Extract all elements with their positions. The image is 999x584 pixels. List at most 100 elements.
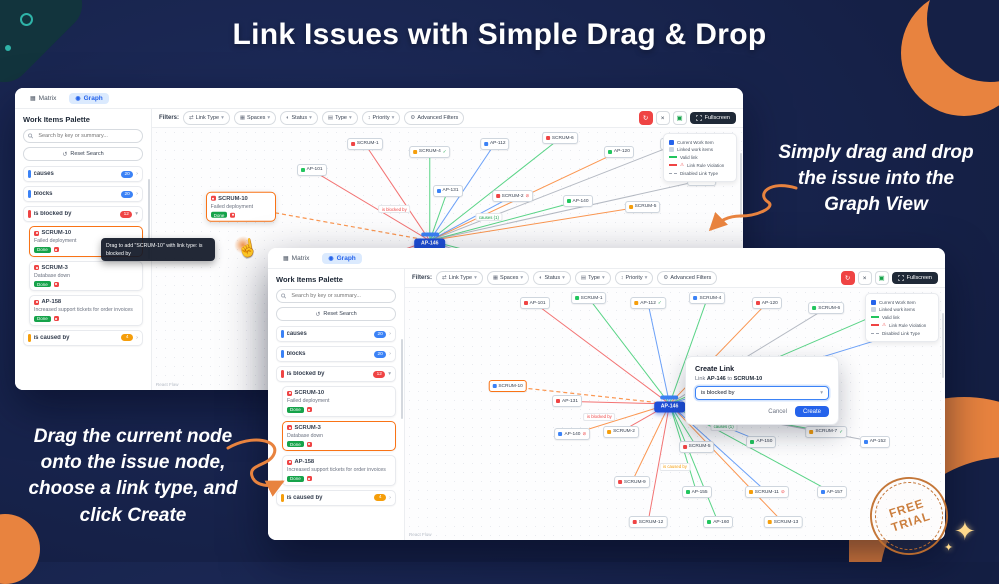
filter-type[interactable]: ▤Type▾ xyxy=(574,271,611,285)
graph-node[interactable]: AP-101 xyxy=(519,297,550,310)
filter-status[interactable]: ◐Status▾ xyxy=(280,111,318,125)
tab-matrix[interactable]: ▦Matrix xyxy=(24,93,62,104)
node-toolbar[interactable] xyxy=(420,232,439,237)
graph-node[interactable]: AP-101 xyxy=(296,163,327,176)
graph-node[interactable]: AP-160 xyxy=(703,516,734,529)
filter-priority[interactable]: ↕Priority▾ xyxy=(361,111,401,125)
fullscreen-button[interactable]: Fullscreen xyxy=(891,272,938,284)
filter-spaces[interactable]: ▦Spaces▾ xyxy=(486,271,530,285)
bug-icon xyxy=(53,281,59,287)
work-item-card-ap-158[interactable]: AP-158 Increased support tickets for ord… xyxy=(282,455,396,486)
graph-node[interactable]: SCRUM-4 xyxy=(689,292,726,305)
graph-node[interactable]: SCRUM-9 xyxy=(613,476,650,489)
graph-node[interactable]: AP-157 xyxy=(816,486,847,499)
graph-node[interactable]: SCRUM-12 xyxy=(628,516,668,529)
graph-node[interactable]: SCRUM-2⊘ xyxy=(491,190,534,203)
spaces-icon: ▦ xyxy=(239,115,246,121)
node-toolbar[interactable] xyxy=(660,395,679,400)
link-type-select[interactable]: is blocked by▾ xyxy=(695,386,829,400)
create-button[interactable]: Create xyxy=(794,406,829,417)
grid-view-button[interactable]: ▣ xyxy=(672,111,687,125)
create-link-modal: Create Link Link AP-146 to SCRUM-10 is b… xyxy=(685,356,839,425)
attribution: React Flow xyxy=(409,532,432,537)
graph-node[interactable]: SCRUM-6 xyxy=(541,132,578,145)
fullscreen-button[interactable]: Fullscreen xyxy=(689,112,736,124)
issue-type-icon xyxy=(812,306,817,311)
tab-matrix[interactable]: ▦Matrix xyxy=(283,254,310,262)
work-item-card-scrum-3[interactable]: SCRUM-3 Database down Done xyxy=(29,260,143,291)
graph-center-node[interactable]: AP-146 xyxy=(653,395,686,413)
filter-status[interactable]: ◐Status▾ xyxy=(533,271,571,285)
reset-search-button[interactable]: ↺Reset Search xyxy=(23,147,143,161)
graph-node[interactable]: SCRUM-7✓ xyxy=(805,425,848,438)
graph-node[interactable]: SCRUM-6 xyxy=(808,302,845,315)
status-badge: Done xyxy=(287,475,304,482)
tab-graph[interactable]: ◉Graph xyxy=(69,92,109,104)
graph-node[interactable]: AP-131 xyxy=(552,395,582,408)
issue-type-icon xyxy=(748,490,753,495)
issue-type-icon xyxy=(492,384,497,389)
work-item-card-ap-158[interactable]: AP-158 Increased support tickets for ord… xyxy=(29,295,143,326)
cancel-button[interactable]: Cancel xyxy=(768,408,787,415)
legend-swatch xyxy=(871,307,876,312)
graph-node[interactable]: AP-112✓ xyxy=(630,297,666,310)
graph-node[interactable]: AP-120 xyxy=(603,145,634,158)
reset-search-button[interactable]: ↺Reset Search xyxy=(276,307,396,321)
count-badge: 20 xyxy=(374,330,387,338)
filter-advanced[interactable]: ⚙Advanced Filters xyxy=(657,271,718,285)
close-button[interactable]: × xyxy=(857,271,872,285)
graph-node[interactable]: SCRUM-5 xyxy=(678,440,715,453)
graph-icon: ◉ xyxy=(328,255,334,262)
work-item-card-scrum-3[interactable]: SCRUM-3 Database down Done xyxy=(282,420,396,451)
graph-node[interactable]: AP-140 xyxy=(562,195,593,208)
graph-node[interactable]: AP-120 xyxy=(751,297,782,310)
filter-link-type[interactable]: ⇄Link Type▾ xyxy=(436,271,483,285)
close-button[interactable]: × xyxy=(655,111,670,125)
graph-node[interactable]: AP-150 xyxy=(746,435,777,448)
graph-node[interactable]: AP-131 xyxy=(432,184,463,197)
search-input[interactable] xyxy=(36,132,138,140)
chevron-right-icon: › xyxy=(136,191,138,197)
view-tabbar: ▦Matrix ◉Graph xyxy=(268,248,945,269)
graph-node[interactable]: AP-152 xyxy=(859,435,890,448)
issue-type-icon xyxy=(634,301,639,306)
search-box xyxy=(276,289,396,303)
palette-title: Work Items Palette xyxy=(276,275,343,284)
refresh-icon: ↻ xyxy=(844,275,851,282)
graph-node[interactable]: SCRUM-5 xyxy=(624,200,661,213)
filter-advanced[interactable]: ⚙Advanced Filters xyxy=(404,111,465,125)
graph-node[interactable]: AP-140⊘ xyxy=(554,428,591,441)
search-input[interactable] xyxy=(289,292,391,300)
filter-spaces[interactable]: ▦Spaces▾ xyxy=(233,111,277,125)
graph-node[interactable]: SCRUM-10 xyxy=(488,380,527,393)
graph-node[interactable]: SCRUM-4✓ xyxy=(408,145,451,158)
graph-node[interactable]: AP-112 xyxy=(479,137,510,150)
filter-link-type[interactable]: ⇄Link Type▾ xyxy=(183,111,230,125)
reset-label: Reset Search xyxy=(70,151,104,157)
graph-node[interactable]: SCRUM-2 xyxy=(603,425,639,438)
grid-icon: ▣ xyxy=(676,115,683,122)
refresh-button[interactable]: ↻ xyxy=(638,111,653,125)
work-item-card-scrum-10[interactable]: SCRUM-10 Failed deployment Done xyxy=(282,386,396,417)
graph-node[interactable]: SCRUM-13 xyxy=(763,516,803,529)
filter-priority[interactable]: ↕Priority▾ xyxy=(614,271,654,285)
graph-node[interactable]: SCRUM-1 xyxy=(346,137,383,150)
graph-node[interactable]: SCRUM-1 xyxy=(570,292,607,305)
grid-view-button[interactable]: ▣ xyxy=(874,271,889,285)
graph-node[interactable]: AP-155 xyxy=(681,486,712,499)
filter-type[interactable]: ▤Type▾ xyxy=(321,111,358,125)
tab-graph[interactable]: ◉Graph xyxy=(322,252,362,264)
refresh-button[interactable]: ↻ xyxy=(840,271,855,285)
graph-node[interactable]: SCRUM-11⊘ xyxy=(744,486,789,499)
graph-center-node[interactable]: AP-146 xyxy=(413,232,446,250)
